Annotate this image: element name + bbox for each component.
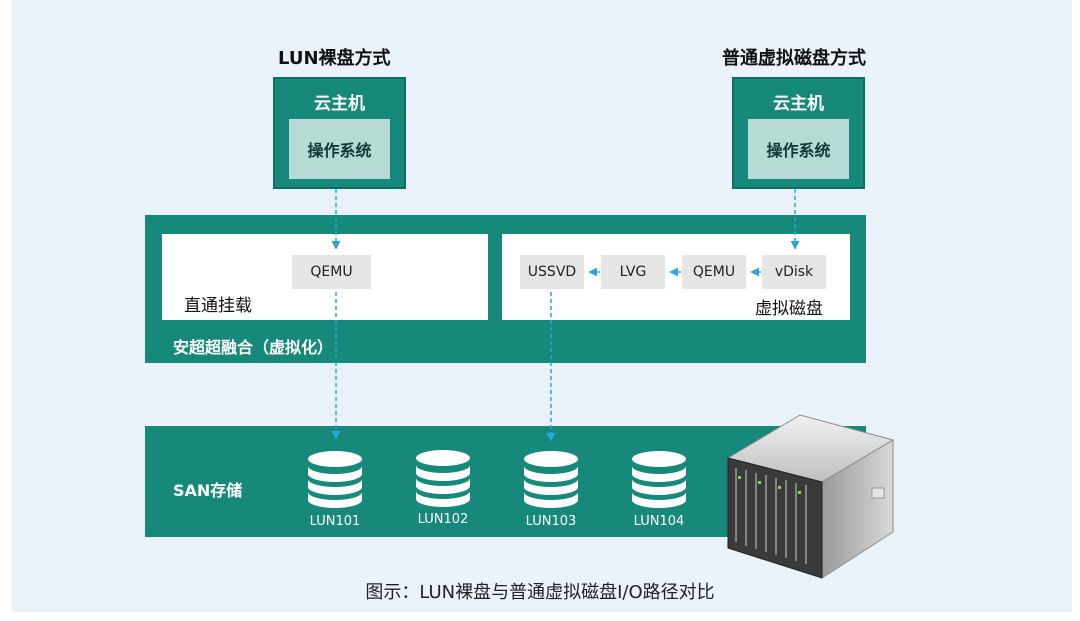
qemu-chip-right: QEMU	[682, 255, 746, 289]
vm-box-right: 云主机 操作系统	[732, 77, 865, 189]
lun-mode-title: LUN裸盘方式	[278, 48, 391, 69]
database-icon	[524, 451, 578, 508]
os-box: 操作系统	[748, 119, 849, 179]
vm-box-left: 云主机 操作系统	[273, 77, 406, 189]
vm-label: 云主机	[314, 94, 365, 114]
lun-label: LUN103	[525, 514, 577, 529]
virtual-disk-label: 虚拟磁盘	[755, 299, 823, 319]
lvg-chip: LVG	[601, 255, 665, 289]
os-label: 操作系统	[766, 141, 831, 160]
virtualization-layer-label: 安超超融合（虚拟化）	[173, 338, 334, 357]
ussvd-chip: USSVD	[520, 255, 584, 289]
lun-label: LUN101	[309, 514, 361, 529]
san-storage-label: SAN存储	[173, 481, 243, 500]
storage-server-icon	[726, 414, 895, 579]
virtualization-layer: QEMU 直通挂载 USSVD LVG QEMU vDisk 虚拟磁盘 安超超融…	[145, 215, 866, 363]
database-icon	[632, 451, 686, 508]
passthrough-label: 直通挂载	[184, 296, 252, 316]
lun-label: LUN104	[633, 514, 685, 529]
figure-caption: 图示：LUN裸盘与普通虚拟磁盘I/O路径对比	[365, 582, 715, 603]
virtual-disk-mode-title: 普通虚拟磁盘方式	[722, 48, 866, 69]
passthrough-box: QEMU 直通挂载	[162, 234, 488, 320]
vdisk-chip: vDisk	[762, 255, 826, 289]
qemu-chip-left: QEMU	[292, 255, 371, 289]
os-label: 操作系统	[307, 141, 372, 160]
vm-label: 云主机	[773, 94, 824, 114]
lun-label: LUN102	[417, 512, 469, 527]
database-icon	[416, 450, 470, 507]
os-box: 操作系统	[289, 119, 390, 179]
database-icon	[308, 451, 362, 508]
